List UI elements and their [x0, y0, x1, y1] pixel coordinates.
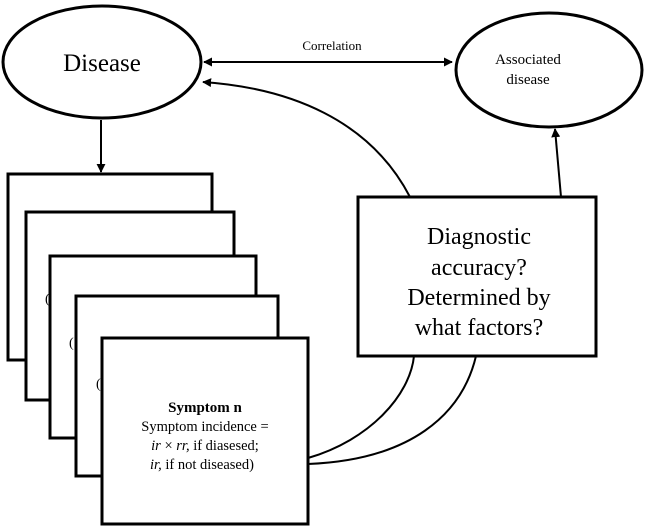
diagnostic-line2: accuracy?	[431, 255, 527, 281]
associated-disease-label-line1: Associated	[495, 52, 561, 68]
diagnostic-to-disease-curve	[202, 78, 411, 198]
symptom-box-4-fragment: (	[69, 336, 74, 351]
symptom-to-diagnostic-curve-2	[307, 355, 477, 465]
diagnostic-line1: Diagnostic	[427, 224, 531, 250]
diagnostic-line4: what factors?	[415, 315, 544, 341]
symptom-title: Symptom n	[168, 400, 242, 416]
symptom-incidence-line2: ir × rr, if diasesed;	[151, 438, 259, 454]
symptom-to-diagnostic-curve-1	[307, 355, 415, 459]
associated-disease-node	[454, 11, 644, 129]
diagnostic-accuracy-box	[356, 195, 598, 358]
symptom-incidence-line3: ir, if not diseased)	[150, 457, 254, 473]
symptom-incidence-line1: Symptom incidence =	[141, 419, 268, 435]
disease-node	[1, 4, 203, 120]
symptom-box-3-fragment: (	[45, 292, 50, 307]
symptom-box-n	[100, 336, 310, 526]
associated-disease-label-line2: disease	[506, 72, 550, 88]
correlation-label: Correlation	[302, 38, 362, 53]
disease-label: Disease	[63, 50, 141, 77]
symptom-box-n-fragment: (	[96, 377, 101, 392]
diagnostic-line3: Determined by	[407, 285, 550, 311]
diagnostic-to-associated-arrow	[551, 128, 562, 198]
